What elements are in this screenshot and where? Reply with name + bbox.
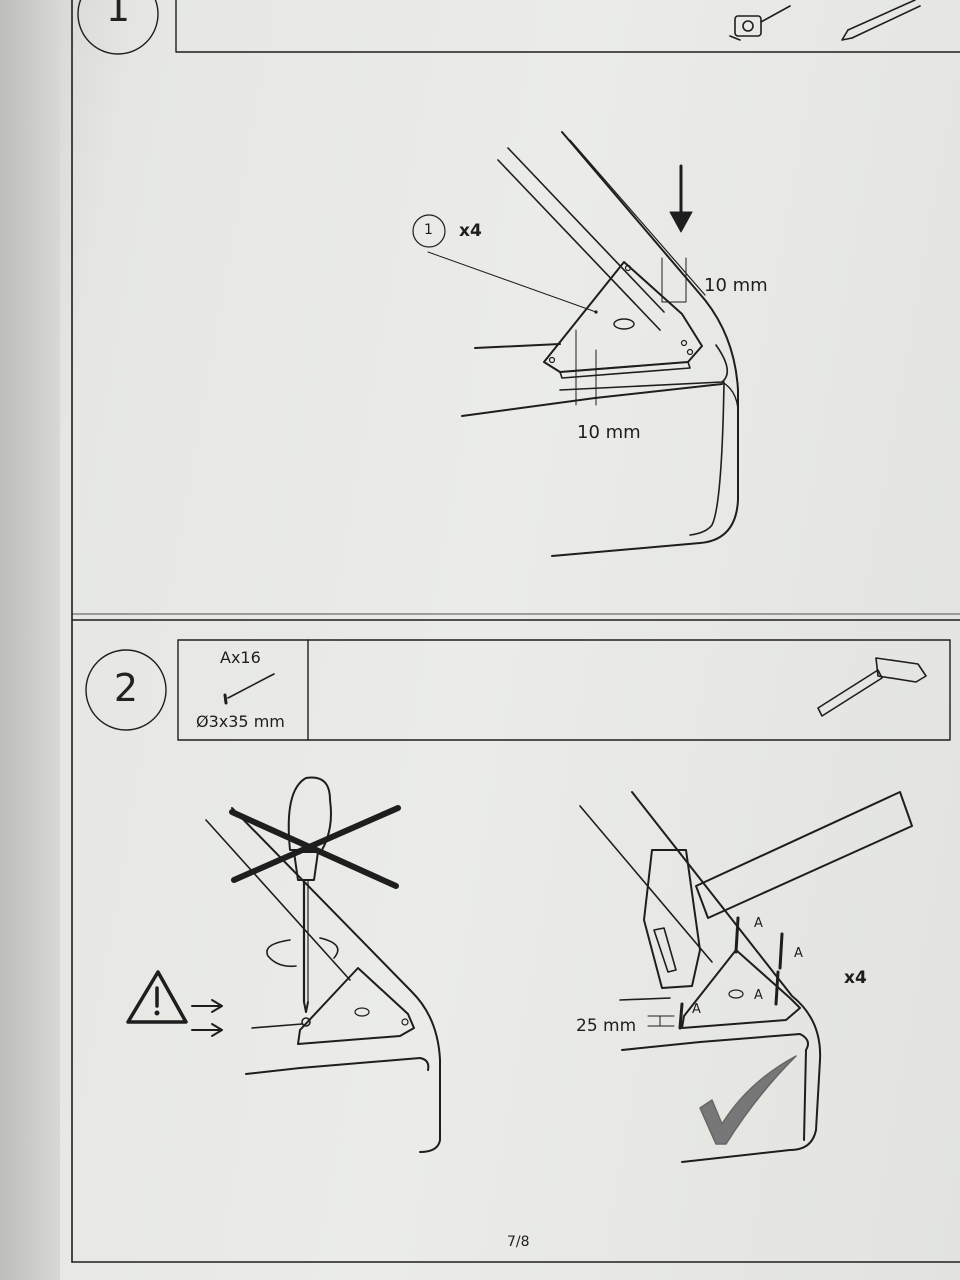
checkmark-icon — [699, 1055, 797, 1145]
step1-number: 1 — [105, 0, 131, 30]
warning-icon — [126, 970, 223, 1037]
step1-dim-vertical: 10 mm — [704, 275, 768, 296]
nail-label: A — [692, 1002, 701, 1017]
step2-part-size: Ø3x35 mm — [196, 712, 285, 731]
step1-dim-horizontal: 10 mm — [577, 422, 641, 443]
step2-correct-drawing — [579, 791, 913, 1163]
step2-quantity: x4 — [844, 968, 867, 988]
step1-quantity: x4 — [459, 221, 482, 241]
hammer-icon — [817, 657, 927, 717]
step2-number: 2 — [113, 666, 139, 710]
nail-label: A — [794, 946, 803, 961]
screwdriver-icon — [287, 776, 332, 1013]
step2-parts-box — [177, 639, 951, 741]
step1-number-circle — [77, 0, 159, 55]
page-edge-shadow — [0, 0, 60, 1280]
step2-depth-label: 25 mm — [576, 1016, 637, 1036]
step2-number-circle — [85, 649, 167, 731]
step2-wrong-drawing — [205, 776, 441, 1153]
page-number: 7/8 — [507, 1234, 530, 1250]
nail-label: A — [754, 988, 763, 1003]
nail-label: A — [754, 916, 763, 931]
nail-icon — [223, 673, 275, 705]
pencil-icon — [841, 0, 921, 41]
step2-part-quantity: Ax16 — [220, 648, 261, 667]
step1-corner-drawing — [412, 131, 739, 557]
step1-tools-box — [175, 0, 960, 53]
step1-callout-circle — [412, 214, 446, 248]
step1-callout-number: 1 — [424, 222, 433, 238]
tape-measure-icon — [729, 5, 791, 41]
